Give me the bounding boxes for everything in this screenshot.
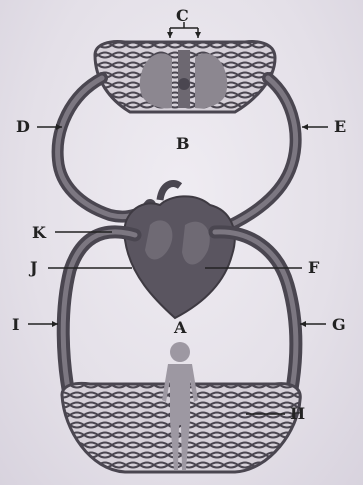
label-j: J: [30, 260, 38, 276]
label-c: C: [176, 8, 189, 24]
label-g: G: [332, 317, 346, 333]
label-k: K: [32, 225, 46, 241]
heart: [124, 196, 235, 318]
label-a: A: [174, 320, 186, 336]
label-f: F: [308, 260, 319, 276]
label-h: H: [290, 406, 305, 422]
label-d: D: [16, 119, 30, 135]
label-e: E: [334, 119, 346, 135]
label-b: B: [176, 136, 190, 152]
label-i: I: [12, 317, 19, 333]
